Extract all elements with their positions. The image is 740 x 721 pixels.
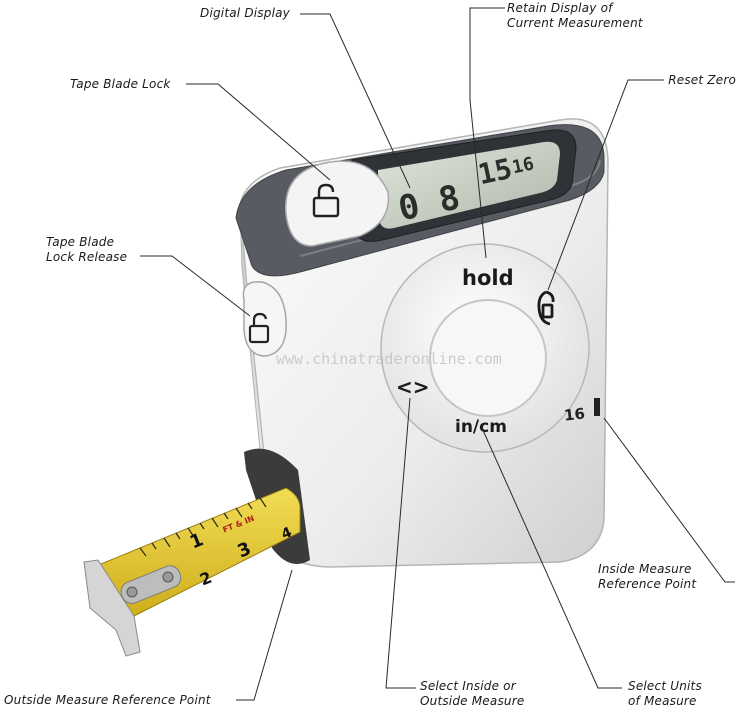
unlock-icon <box>248 312 270 344</box>
lock-icon <box>312 183 340 218</box>
inside-reference-mark <box>594 398 600 416</box>
lcd-fraction: 15 <box>475 152 515 191</box>
units-button[interactable]: in/cm <box>455 417 507 437</box>
leader-lines <box>140 7 735 701</box>
reset-zero-icon[interactable] <box>537 290 555 326</box>
digital-display <box>378 141 560 229</box>
callout-inside-reference: Inside Measure Reference Point <box>598 562 697 591</box>
tape-ticks <box>139 497 267 557</box>
hold-button[interactable]: hold <box>462 266 514 290</box>
callout-retain-display: Retain Display of Current Measurement <box>507 1 643 30</box>
callout-select-inside-outside: Select Inside or Outside Measure <box>420 679 525 708</box>
callout-tape-blade-lock: Tape Blade Lock <box>70 77 171 91</box>
callout-outside-reference: Outside Measure Reference Point <box>4 693 211 707</box>
watermark: www.chinatraderonline.com <box>276 350 502 368</box>
callout-select-units: Select Units of Measure <box>628 679 702 708</box>
center-button[interactable] <box>429 299 547 417</box>
callout-lock-release: Tape Blade Lock Release <box>46 235 128 264</box>
callout-digital-display: Digital Display <box>200 6 290 20</box>
callout-reset-zero: Reset Zero <box>668 73 736 87</box>
tape-hook <box>83 559 141 657</box>
model-number: 16 <box>563 404 586 424</box>
lock-release-button[interactable] <box>242 281 287 357</box>
lcd-fraction-denominator: 16 <box>510 153 536 178</box>
inside-outside-button[interactable]: <> <box>396 375 430 399</box>
